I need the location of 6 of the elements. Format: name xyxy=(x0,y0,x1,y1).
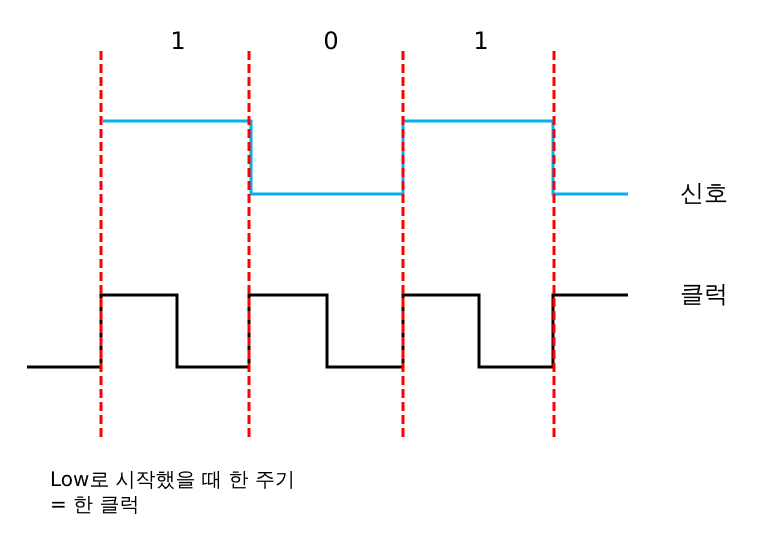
bit-label: 1 xyxy=(170,29,186,53)
bit-label: 0 xyxy=(323,29,339,53)
note-text: Low로 시작했을 때 한 주기 = 한 클럭 xyxy=(50,467,296,517)
bit-label: 1 xyxy=(473,29,489,53)
waveform-label: 신호 xyxy=(680,181,728,205)
waveform-label: 클럭 xyxy=(680,282,728,306)
